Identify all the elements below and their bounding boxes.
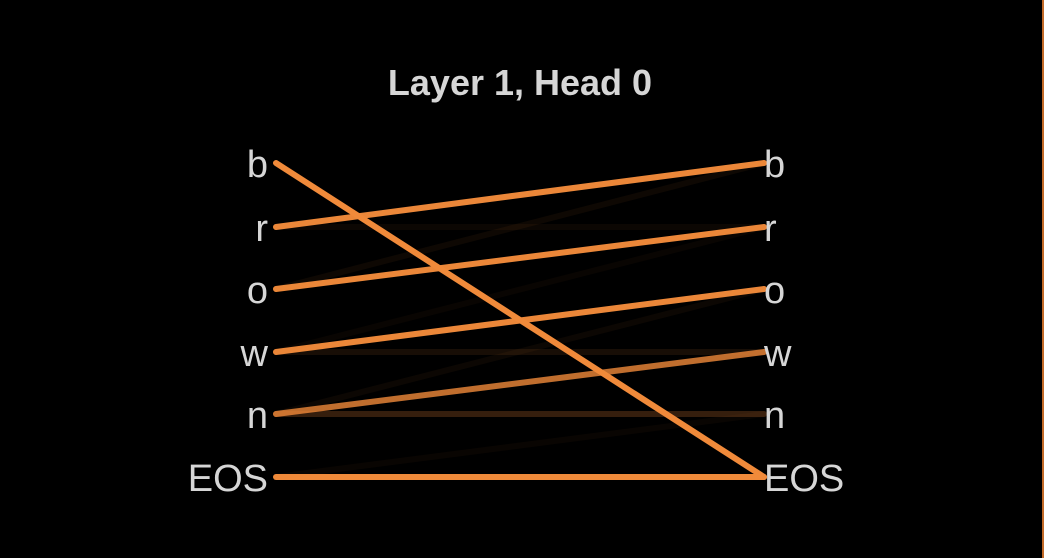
- attention-edge-7: [273, 224, 767, 355]
- diagram-title: Layer 1, Head 0: [388, 62, 652, 103]
- left-token-1: r: [255, 208, 268, 250]
- attention-edge-8: [273, 349, 767, 417]
- right-token-2: o: [764, 270, 785, 312]
- left-token-0: b: [247, 144, 268, 186]
- right-token-3: w: [763, 333, 792, 375]
- window-edge: [1042, 0, 1044, 558]
- left-token-3: w: [240, 333, 269, 375]
- right-token-0: b: [764, 144, 785, 186]
- attention-edge-1: [273, 160, 767, 230]
- attention-edges: [273, 160, 767, 480]
- right-token-1: r: [764, 208, 777, 250]
- attention-edge-10: [273, 286, 767, 417]
- attention-edge-12: [273, 411, 767, 480]
- attention-edge-5: [273, 286, 767, 355]
- left-token-4: n: [247, 395, 268, 437]
- right-token-5: EOS: [764, 458, 844, 500]
- right-token-4: n: [764, 395, 785, 437]
- left-token-2: o: [247, 270, 268, 312]
- attention-edge-3: [273, 224, 767, 292]
- left-token-5: EOS: [188, 458, 268, 500]
- attention-edge-4: [273, 160, 767, 292]
